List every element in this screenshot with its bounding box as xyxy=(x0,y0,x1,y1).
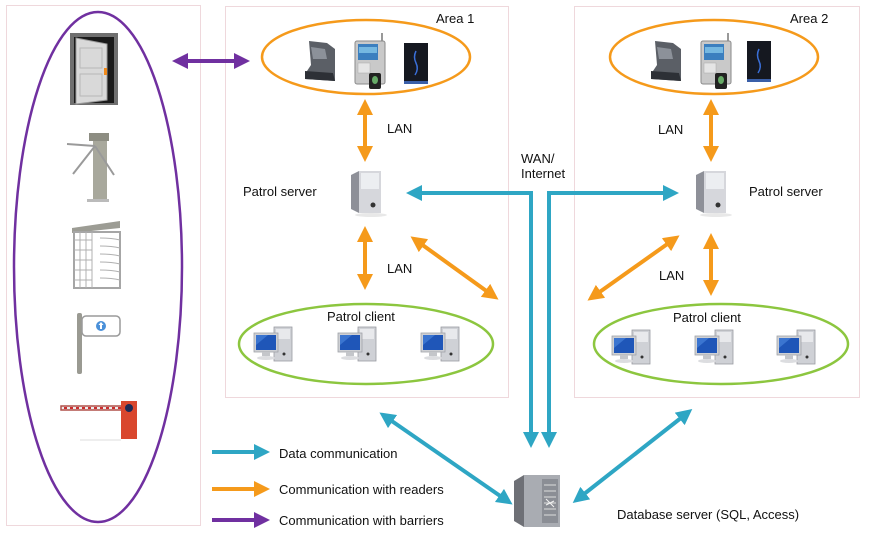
boom-barrier-icon xyxy=(60,401,137,441)
db-link-area-2 xyxy=(572,409,693,503)
area-2-lan-label-bottom: LAN xyxy=(659,268,685,283)
area-1-title: Area 1 xyxy=(436,11,475,26)
full-height-turnstile-icon xyxy=(72,221,121,289)
area-2-client-pc-icon xyxy=(694,329,734,365)
barriers-panel xyxy=(6,5,201,526)
area-1-patrol-server-icon xyxy=(351,171,387,217)
area-1-lan-label-bottom: LAN xyxy=(387,261,413,276)
area-1-fingerprint-terminal-icon xyxy=(354,33,386,89)
wan-label-line-1: WAN/ xyxy=(521,151,555,166)
door-icon xyxy=(70,33,118,105)
area-2-patrol-server-icon xyxy=(696,171,732,217)
area-1-client-pc-icon xyxy=(253,326,293,362)
area-1-hand-reader-icon xyxy=(305,41,335,81)
area-1-server-label: Patrol server xyxy=(243,184,317,199)
swing-gate-icon xyxy=(77,313,121,374)
area-2-fingerprint-terminal-icon xyxy=(700,33,732,89)
area-1-client-pc-icon xyxy=(420,326,460,362)
barriers-group-ellipse xyxy=(12,10,184,524)
legend-readers-label: Communication with readers xyxy=(279,482,444,497)
db-link-area-1 xyxy=(379,412,513,505)
area-1-client-label: Patrol client xyxy=(327,309,395,324)
database-server-icon xyxy=(514,475,560,527)
area-2-readers-ellipse xyxy=(608,18,820,96)
area-2-title: Area 2 xyxy=(790,11,829,26)
tripod-turnstile-icon xyxy=(66,133,115,202)
wan-link-area-1 xyxy=(406,185,539,448)
area-2-lan-label-top: LAN xyxy=(658,122,684,137)
area-2-client-label: Patrol client xyxy=(673,310,741,325)
legend-barriers-label: Communication with barriers xyxy=(279,513,444,528)
database-server-label: Database server (SQL, Access) xyxy=(617,507,800,522)
area-2-client-pc-icon xyxy=(776,329,816,365)
wan-link-area-2 xyxy=(541,185,679,448)
wan-label: WAN/ Internet xyxy=(521,151,565,181)
area-2-card-reader-icon xyxy=(747,41,771,82)
area-1-lan-label-top: LAN xyxy=(387,121,413,136)
area-1-client-pc-icon xyxy=(337,326,377,362)
area-2-client-pc-icon xyxy=(611,329,651,365)
legend-data-label: Data communication xyxy=(279,446,398,461)
wan-label-line-2: Internet xyxy=(521,166,566,181)
area-1-readers-ellipse xyxy=(260,18,472,96)
area-1-card-reader-icon xyxy=(404,43,428,84)
area-2-server-label: Patrol server xyxy=(749,184,823,199)
area-2-hand-reader-icon xyxy=(651,41,681,81)
